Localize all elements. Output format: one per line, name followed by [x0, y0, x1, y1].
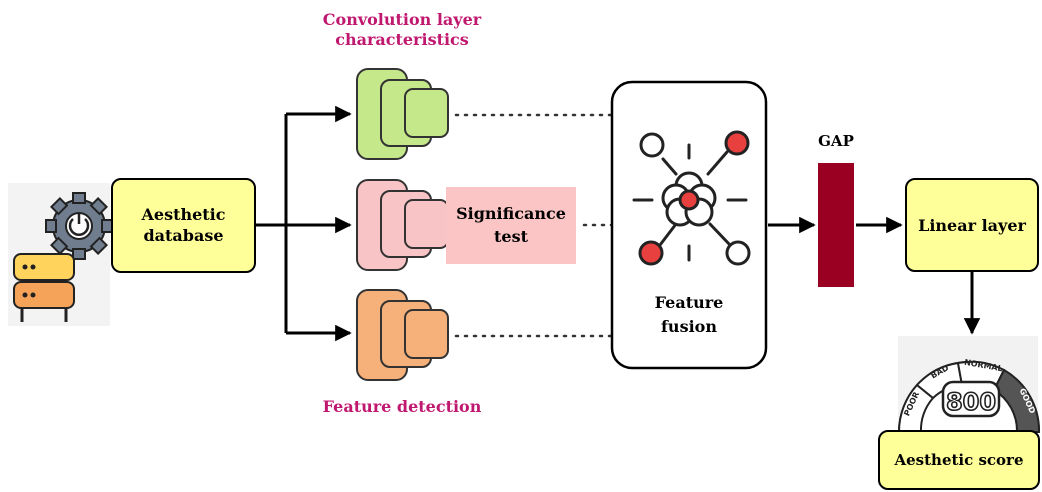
score-gauge-icon: 800 POOR BAD NORMAL GOOD [897, 336, 1041, 433]
dotted-connector [454, 113, 614, 338]
feature-fusion-label: Feature fusion [654, 293, 724, 336]
detection-layer-stack-icon [356, 289, 449, 381]
aesthetic-database-label: Aesthetic database [141, 204, 226, 245]
significance-test-text: Significance test [456, 204, 566, 246]
server-gear-icon [8, 183, 113, 326]
linear-layer-label: Linear layer [918, 215, 1026, 235]
significance-layer-stack-icon [356, 179, 449, 271]
gap-bar [818, 163, 854, 287]
aesthetic-score-node: Aesthetic score [878, 430, 1040, 490]
gauge-value: 800 [946, 388, 996, 416]
branch-connector [256, 105, 352, 342]
fusion-network-icon [632, 130, 751, 266]
feature-detection-label: Feature detection [322, 397, 482, 416]
gap-label: GAP [818, 132, 854, 150]
aesthetic-database-node: Aesthetic database [111, 178, 256, 273]
significance-test-box [446, 187, 576, 264]
linear-layer-node: Linear layer [905, 178, 1039, 272]
conv-layer-label: Convolution layer characteristics [322, 10, 482, 49]
conv-layer-stack-icon [356, 68, 449, 160]
aesthetic-score-label: Aesthetic score [894, 451, 1024, 469]
